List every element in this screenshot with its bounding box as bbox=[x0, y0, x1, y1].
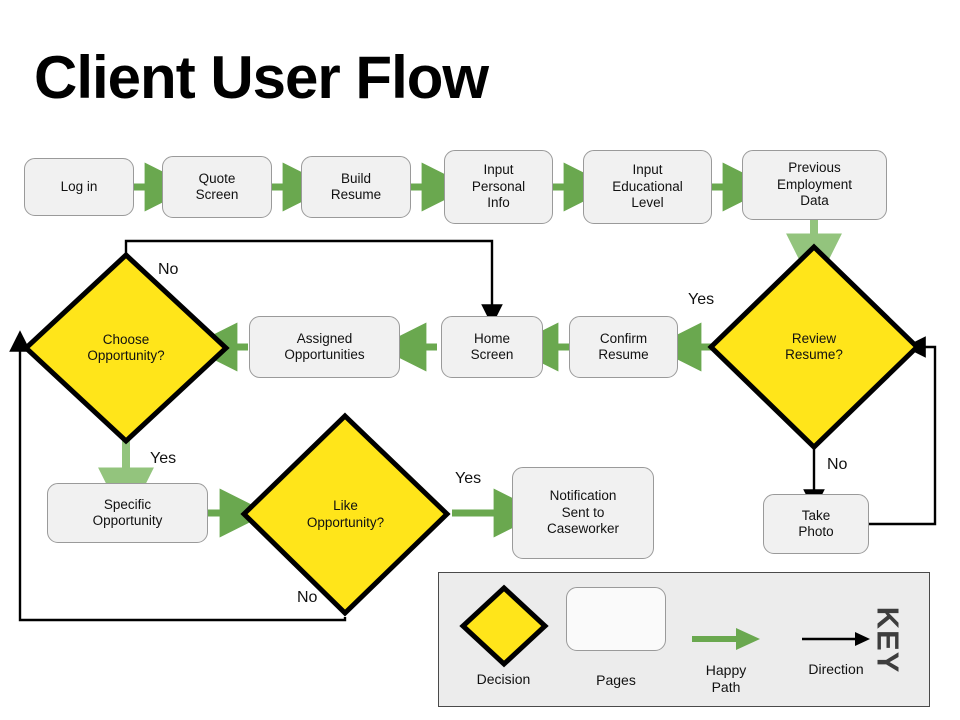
node-input-educational-level[interactable]: Input Educational Level bbox=[583, 150, 712, 224]
key-item-direction: Direction bbox=[781, 583, 891, 678]
key-legend-panel: Decision Pages Happy Path Direction KEY bbox=[438, 572, 930, 707]
green-arrow-icon bbox=[692, 628, 760, 650]
node-confirm-resume-label: Confirm Resume bbox=[598, 330, 649, 362]
node-assigned-opportunities-label: Assigned Opportunities bbox=[284, 330, 365, 362]
node-like-opportunity[interactable]: Like Opportunity? bbox=[240, 412, 451, 617]
node-build-resume-label: Build Resume bbox=[330, 170, 382, 202]
node-quote-screen[interactable]: Quote Screen bbox=[162, 156, 272, 218]
node-input-personal-info[interactable]: Input Personal Info bbox=[444, 150, 553, 224]
node-log-in-label: Log in bbox=[60, 178, 98, 194]
black-arrow-icon bbox=[802, 632, 870, 646]
node-specific-opportunity[interactable]: Specific Opportunity bbox=[47, 483, 208, 543]
node-review-resume[interactable]: Review Resume? bbox=[707, 243, 921, 451]
edge-label-review-resume-no: No bbox=[827, 456, 848, 473]
node-previous-employment-data[interactable]: Previous Employment Data bbox=[742, 150, 887, 220]
edge-label-choose-opportunity-yes: Yes bbox=[150, 450, 177, 467]
node-notification-sent[interactable]: Notification Sent to Caseworker bbox=[512, 467, 654, 559]
key-heading: KEY bbox=[870, 606, 906, 673]
node-home-screen-label: Home Screen bbox=[470, 330, 514, 362]
node-input-personal-info-label: Input Personal Info bbox=[471, 162, 526, 211]
like-opportunity-diamond-shape bbox=[240, 412, 451, 617]
page-title: Client User Flow bbox=[34, 44, 489, 111]
key-item-pages-label: Pages bbox=[596, 672, 636, 688]
key-item-direction-label: Direction bbox=[808, 661, 864, 677]
key-item-decision-label: Decision bbox=[476, 671, 531, 687]
node-choose-opportunity-label: Choose Opportunity? bbox=[87, 331, 165, 363]
edge-label-like-opportunity-yes: Yes bbox=[455, 470, 482, 487]
node-review-resume-label: Review Resume? bbox=[785, 330, 843, 362]
key-item-pages: Pages bbox=[561, 583, 671, 689]
node-take-photo[interactable]: Take Photo bbox=[763, 494, 869, 554]
node-build-resume[interactable]: Build Resume bbox=[301, 156, 411, 218]
node-notification-sent-label: Notification Sent to Caseworker bbox=[546, 488, 620, 537]
review-resume-diamond-shape bbox=[707, 243, 921, 451]
node-assigned-opportunities[interactable]: Assigned Opportunities bbox=[249, 316, 400, 378]
node-choose-opportunity[interactable]: Choose Opportunity? bbox=[22, 251, 230, 445]
node-input-educational-level-label: Input Educational Level bbox=[612, 162, 683, 211]
choose-opportunity-diamond-shape bbox=[22, 251, 230, 445]
edge-label-like-opportunity-no: No bbox=[297, 589, 318, 606]
node-confirm-resume[interactable]: Confirm Resume bbox=[569, 316, 678, 378]
node-home-screen[interactable]: Home Screen bbox=[441, 316, 543, 378]
rounded-rectangle-icon bbox=[566, 587, 666, 651]
key-item-decision: Decision bbox=[451, 583, 556, 688]
edge-label-choose-opportunity-no: No bbox=[158, 261, 179, 278]
node-specific-opportunity-label: Specific Opportunity bbox=[92, 496, 163, 528]
node-log-in[interactable]: Log in bbox=[24, 158, 134, 216]
node-take-photo-label: Take Photo bbox=[798, 507, 834, 539]
node-like-opportunity-label: Like Opportunity? bbox=[306, 498, 385, 530]
key-item-happy-path-label: Happy Path bbox=[705, 662, 747, 695]
yellow-diamond-icon bbox=[458, 584, 549, 668]
edge-label-review-resume-yes: Yes bbox=[688, 291, 715, 308]
key-item-happy-path: Happy Path bbox=[671, 583, 781, 696]
node-previous-employment-data-label: Previous Employment Data bbox=[776, 160, 853, 209]
node-quote-screen-label: Quote Screen bbox=[195, 170, 239, 202]
